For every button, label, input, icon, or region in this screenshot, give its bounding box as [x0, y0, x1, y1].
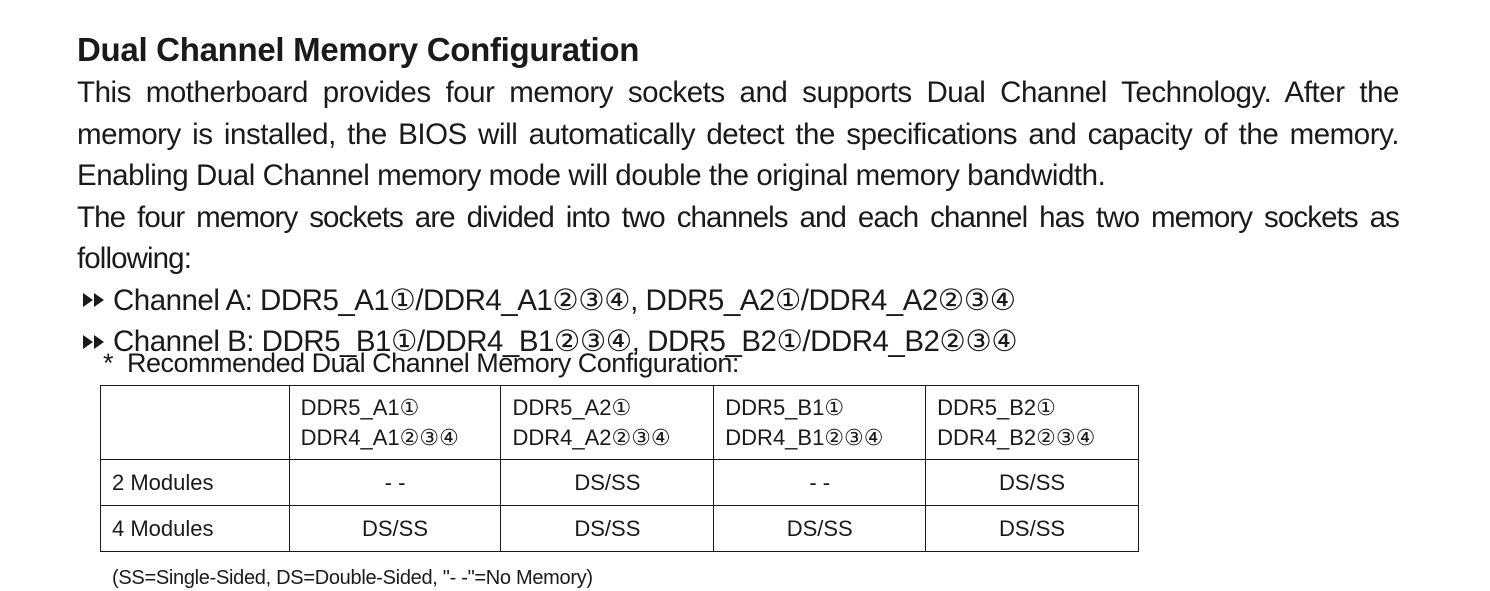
table-legend: (SS=Single-Sided, DS=Double-Sided, "- -"…: [112, 567, 593, 589]
double-right-arrow-icon: [81, 333, 111, 351]
channel-a-text: Channel A: DDR5_A1①/DDR4_A1②③④, DDR5_A2①…: [113, 283, 1016, 317]
table-cell: DS/SS: [925, 505, 1139, 552]
table-cell: DS/SS: [713, 505, 927, 552]
section-heading: Dual Channel Memory Configuration: [77, 31, 640, 68]
intro-paragraph: This motherboard provides four memory so…: [77, 76, 1399, 192]
table-cell: - -: [288, 459, 502, 506]
ddr5-slot-label: DDR5_A1①: [300, 394, 420, 420]
row-label: 4 Modules: [100, 505, 290, 552]
asterisk-marker: *: [103, 348, 114, 378]
recommendation-text: Recommended Dual Channel Memory Configur…: [127, 348, 739, 378]
table-header-row: DDR5_A1① DDR4_A1②③④ DDR5_A2① DDR4_A2②③④ …: [100, 385, 1139, 460]
column-header-a1: DDR5_A1① DDR4_A1②③④: [288, 385, 502, 460]
ddr4-slot-label: DDR4_A2②③④: [512, 424, 671, 450]
double-right-arrow-icon: [81, 291, 111, 309]
document-body: Dual Channel Memory Configuration This m…: [77, 28, 1400, 363]
column-header-b1: DDR5_B1① DDR4_B1②③④: [713, 385, 927, 460]
ddr4-slot-label: DDR4_A1②③④: [300, 424, 459, 450]
recommendation-title: * Recommended Dual Channel Memory Configu…: [103, 343, 739, 383]
channel-a-item: Channel A: DDR5_A1①/DDR4_A1②③④, DDR5_A2①…: [77, 280, 1399, 322]
ddr4-slot-label: DDR4_B2②③④: [937, 424, 1096, 450]
row-label: 2 Modules: [100, 459, 290, 506]
table-cell: DS/SS: [500, 505, 715, 552]
ddr5-slot-label: DDR5_B2①: [937, 394, 1056, 420]
table-row-2-modules: 2 Modules - - DS/SS - - DS/SS: [100, 459, 1139, 506]
table-cell: DS/SS: [288, 505, 502, 552]
ddr5-slot-label: DDR5_A2①: [512, 394, 632, 420]
channel-b-item: Channel B: DDR5_B1①/DDR4_B1②③④, DDR5_B2①…: [77, 321, 1399, 363]
ddr4-slot-label: DDR4_B1②③④: [725, 424, 884, 450]
column-header-a2: DDR5_A2① DDR4_A2②③④: [500, 385, 715, 460]
table-row-4-modules: 4 Modules DS/SS DS/SS DS/SS DS/SS: [100, 505, 1139, 552]
channel-b-text: Channel B: DDR5_B1①/DDR4_B1②③④, DDR5_B2①…: [113, 325, 1018, 358]
table-cell: DS/SS: [925, 459, 1139, 506]
division-paragraph: The four memory sockets are divided into…: [77, 200, 1400, 276]
memory-config-table: DDR5_A1① DDR4_A1②③④ DDR5_A2① DDR4_A2②③④ …: [100, 385, 1139, 552]
ddr5-slot-label: DDR5_B1①: [725, 394, 845, 420]
table-cell: - -: [713, 459, 927, 506]
table-corner-cell: [100, 385, 290, 460]
column-header-b2: DDR5_B2① DDR4_B2②③④: [925, 385, 1139, 460]
table-cell: DS/SS: [500, 459, 715, 506]
